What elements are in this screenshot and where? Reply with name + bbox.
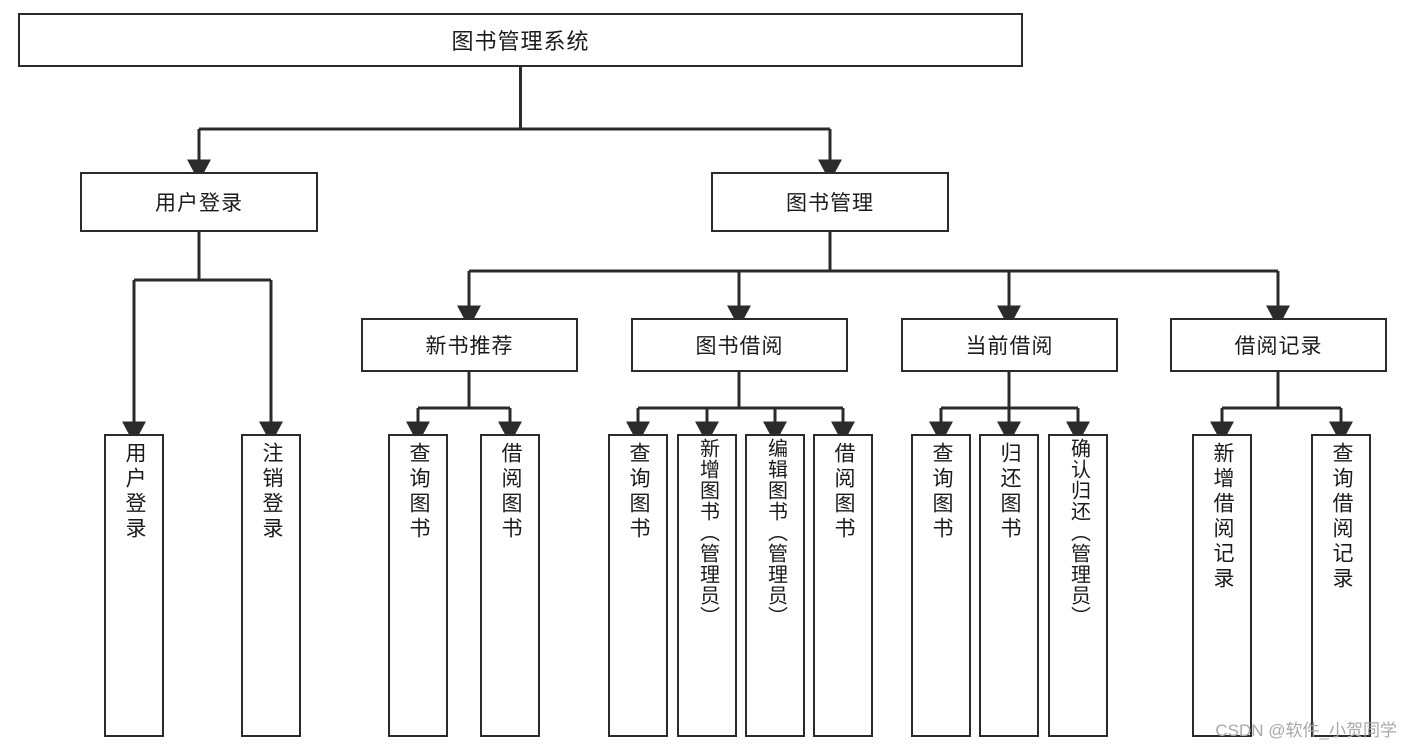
node-label: 当前借阅 <box>965 335 1054 358</box>
leaf-current-borrow-return-book[interactable]: 归还图书 <box>979 434 1039 737</box>
leaf-current-borrow-query-book[interactable]: 查询图书 <box>911 434 971 737</box>
node-label: 新增借阅记录 <box>1211 442 1235 592</box>
node-label: 新书推荐 <box>425 335 514 358</box>
node-label: 确认归还（管理员） <box>1067 438 1090 627</box>
node-label: 编辑图书（管理员） <box>764 438 787 627</box>
node-new-book-recommend[interactable]: 新书推荐 <box>361 318 578 372</box>
node-label: 图书借阅 <box>695 335 784 358</box>
node-label: 新增图书（管理员） <box>696 438 719 627</box>
leaf-book-borrow-add-book-admin[interactable]: 新增图书（管理员） <box>677 434 737 737</box>
node-label: 用户登录 <box>155 192 243 215</box>
node-label: 用户登录 <box>123 442 147 542</box>
node-label: 查询图书 <box>627 442 651 542</box>
node-label: 借阅图书 <box>832 442 856 542</box>
leaf-user-login-logout[interactable]: 注销登录 <box>241 434 301 737</box>
node-book-borrow[interactable]: 图书借阅 <box>631 318 848 372</box>
leaf-user-login-login[interactable]: 用户登录 <box>104 434 164 737</box>
node-current-borrow[interactable]: 当前借阅 <box>901 318 1118 372</box>
leaf-current-borrow-confirm-return-admin[interactable]: 确认归还（管理员） <box>1048 434 1108 737</box>
leaf-new-book-borrow-book[interactable]: 借阅图书 <box>480 434 540 737</box>
node-label: 借阅图书 <box>499 442 523 542</box>
node-label: 图书管理 <box>786 192 874 215</box>
node-borrow-record[interactable]: 借阅记录 <box>1170 318 1387 372</box>
leaf-book-borrow-query-book[interactable]: 查询图书 <box>608 434 668 737</box>
node-book-management[interactable]: 图书管理 <box>711 172 949 232</box>
node-label: 借阅记录 <box>1234 335 1323 358</box>
node-label: 归还图书 <box>998 442 1022 542</box>
leaf-book-borrow-borrow-book[interactable]: 借阅图书 <box>813 434 873 737</box>
node-label: 图书管理系统 <box>451 29 590 54</box>
node-root-book-management-system[interactable]: 图书管理系统 <box>18 13 1023 67</box>
leaf-borrow-record-add-record[interactable]: 新增借阅记录 <box>1192 434 1252 737</box>
node-label: 查询图书 <box>407 442 431 542</box>
leaf-new-book-query-book[interactable]: 查询图书 <box>388 434 448 737</box>
csdn-watermark: CSDN @软件_小贺同学 <box>1215 721 1397 740</box>
node-label: 注销登录 <box>260 442 284 542</box>
leaf-book-borrow-edit-book-admin[interactable]: 编辑图书（管理员） <box>745 434 805 737</box>
node-label: 查询图书 <box>930 442 954 542</box>
node-label: 查询借阅记录 <box>1330 442 1354 592</box>
node-user-login[interactable]: 用户登录 <box>80 172 318 232</box>
leaf-borrow-record-query-record[interactable]: 查询借阅记录 <box>1311 434 1371 737</box>
